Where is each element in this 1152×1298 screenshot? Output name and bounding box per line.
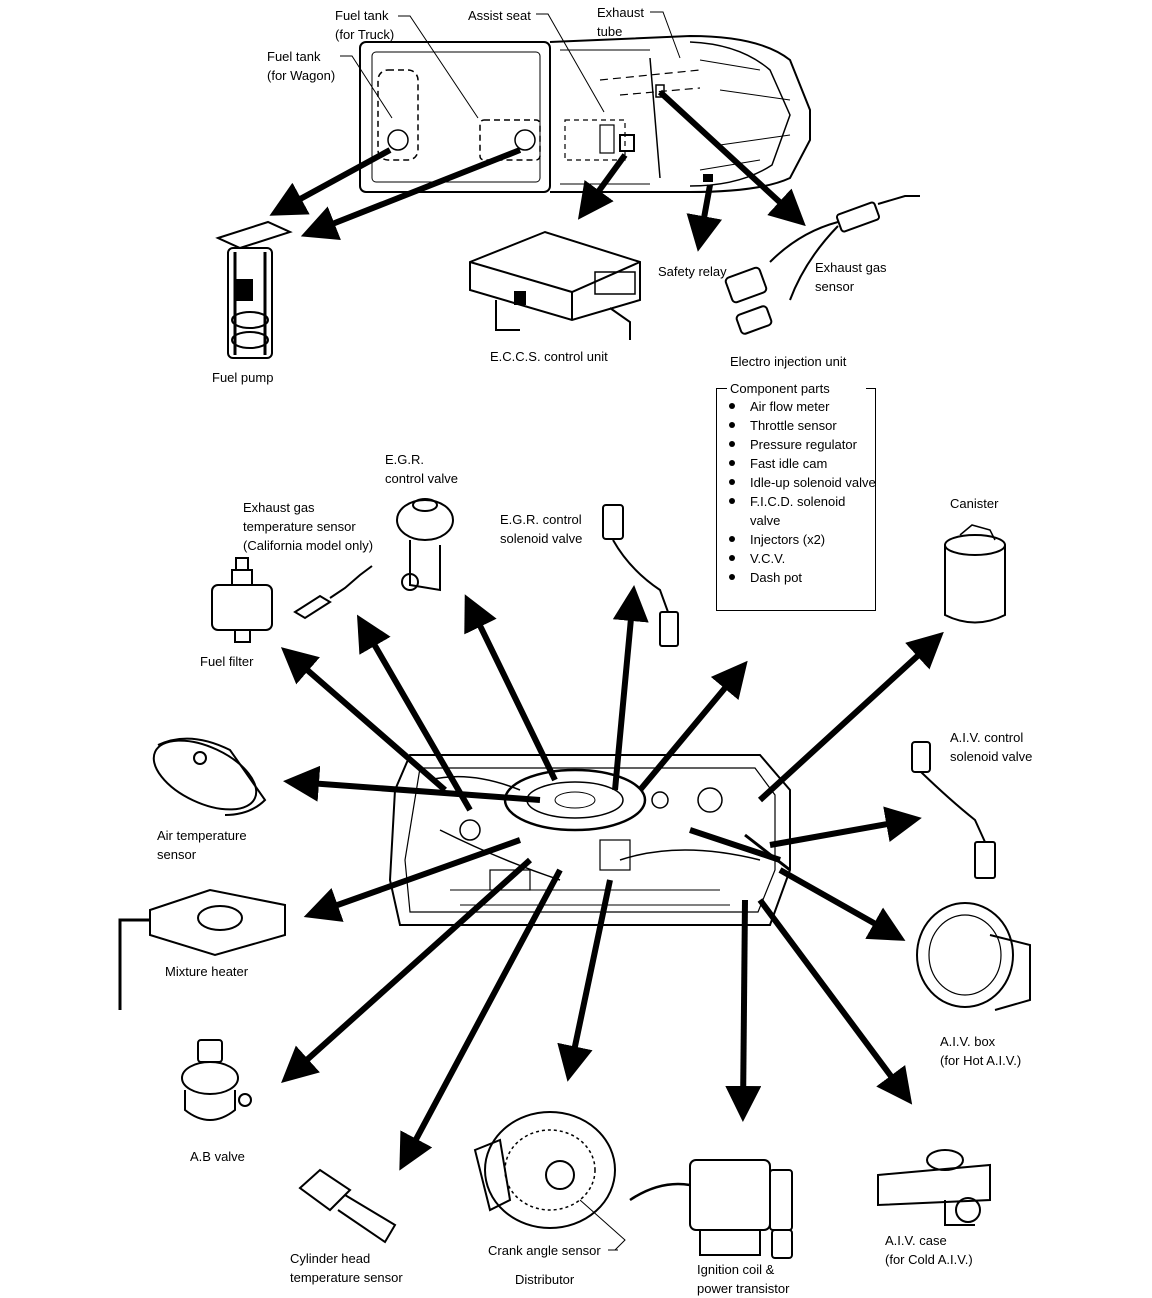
label-line: Ignition coil & — [697, 1262, 775, 1277]
engine-bay-drawing — [388, 754, 791, 926]
distributor-drawing — [473, 1111, 626, 1251]
label-fuel-filter: Fuel filter — [200, 654, 254, 669]
legend-title: Component parts — [727, 381, 833, 397]
label-line: (for Cold A.I.V.) — [885, 1252, 973, 1267]
label-ab-valve: A.B valve — [190, 1149, 245, 1164]
leader-lines-top — [340, 11, 681, 119]
vehicle-top-view — [359, 34, 811, 193]
label-line: (for Wagon) — [267, 68, 336, 83]
label-line: solenoid valve — [950, 749, 1033, 764]
label-mixture-heater: Mixture heater — [165, 964, 249, 979]
label-line: control valve — [385, 471, 458, 486]
legend-border — [716, 388, 728, 389]
label-line: solenoid valve — [500, 531, 583, 546]
egr-valve-drawing — [396, 498, 454, 592]
label-cylinder-head-temp-sensor: Cylinder head temperature sensor — [290, 1249, 403, 1287]
label-line: power transistor — [697, 1281, 790, 1296]
air-temp-sensor-drawing — [152, 737, 267, 816]
label-exhaust-tube: Exhaust tube — [597, 3, 644, 41]
fuel-pump-drawing — [215, 220, 293, 359]
legend-item: Throttle sensor — [725, 416, 876, 435]
egr-solenoid-drawing — [602, 504, 679, 647]
component-parts-legend: Component parts Air flow meter Throttle … — [716, 381, 876, 611]
eccs-unit-drawing — [469, 230, 641, 340]
label-line: Fuel tank — [267, 49, 321, 64]
label-egr-control-valve: E.G.R. control valve — [385, 450, 458, 488]
legend-item: Injectors (x2) — [725, 530, 876, 549]
ignition-coil-drawing — [629, 1159, 793, 1259]
canister-drawing — [944, 524, 1006, 624]
label-fuel-pump: Fuel pump — [212, 370, 274, 385]
engine-arrows — [280, 585, 944, 1171]
legend-border — [866, 388, 876, 389]
ab-valve-drawing — [181, 1039, 252, 1121]
label-eccs-control-unit: E.C.C.S. control unit — [490, 349, 608, 364]
label-fuel-tank-truck: Fuel tank (for Truck) — [335, 6, 394, 44]
label-assist-seat: Assist seat — [468, 8, 531, 23]
label-aiv-control-solenoid-valve: A.I.V. control solenoid valve — [950, 728, 1032, 766]
label-line: Cylinder head — [290, 1251, 371, 1266]
label-line: A.I.V. case — [885, 1233, 947, 1248]
label-line: Fuel tank — [335, 8, 389, 23]
label-ignition-coil: Ignition coil & power transistor — [697, 1260, 789, 1298]
aiv-case-drawing — [877, 1149, 991, 1226]
legend-item: Pressure regulator — [725, 435, 876, 454]
fuel-filter-drawing — [211, 557, 273, 643]
label-line: temperature sensor — [290, 1270, 403, 1285]
label-line: temperature sensor — [243, 519, 356, 534]
label-line: (for Hot A.I.V.) — [940, 1053, 1022, 1068]
label-line: A.I.V. control — [950, 730, 1024, 745]
legend-item: Idle-up solenoid valve — [725, 473, 876, 492]
cylinder-temp-sensor-drawing — [298, 1168, 397, 1244]
exhaust-temp-sensor-drawing — [293, 565, 373, 620]
label-crank-angle-sensor: Crank angle sensor — [488, 1243, 601, 1258]
label-aiv-box: A.I.V. box (for Hot A.I.V.) — [940, 1032, 1021, 1070]
label-line: sensor — [157, 847, 197, 862]
mixture-heater-drawing — [118, 888, 286, 1010]
label-electro-injection-unit: Electro injection unit — [730, 354, 847, 369]
label-line: E.G.R. control — [500, 512, 582, 527]
label-line: E.G.R. — [385, 452, 425, 467]
label-exhaust-gas-temp-sensor: Exhaust gas temperature sensor (Californ… — [243, 498, 373, 555]
exhaust-gas-sensor-drawing — [724, 195, 920, 335]
label-aiv-case: A.I.V. case (for Cold A.I.V.) — [885, 1231, 973, 1269]
label-safety-relay: Safety relay — [658, 264, 727, 279]
label-line: tube — [597, 24, 623, 39]
aiv-solenoid-drawing — [911, 741, 996, 879]
legend-item: F.I.C.D. solenoid valve — [725, 492, 876, 530]
label-line: Air temperature — [157, 828, 247, 843]
top-arrows — [269, 89, 806, 252]
legend-item: Dash pot — [725, 568, 876, 587]
label-line: Exhaust gas — [243, 500, 315, 515]
legend-list: Air flow meter Throttle sensor Pressure … — [725, 397, 876, 587]
label-line: (for Truck) — [335, 27, 395, 42]
aiv-box-drawing — [916, 902, 1031, 1011]
label-line: A.I.V. box — [940, 1034, 996, 1049]
label-exhaust-gas-sensor: Exhaust gas sensor — [815, 258, 887, 296]
label-distributor: Distributor — [515, 1272, 575, 1287]
label-air-temperature-sensor: Air temperature sensor — [157, 826, 247, 864]
legend-item: Air flow meter — [725, 397, 876, 416]
label-egr-control-solenoid-valve: E.G.R. control solenoid valve — [500, 510, 582, 548]
label-line: sensor — [815, 279, 855, 294]
label-line: (California model only) — [243, 538, 374, 553]
legend-item: V.C.V. — [725, 549, 876, 568]
label-canister: Canister — [950, 496, 999, 511]
legend-item: Fast idle cam — [725, 454, 876, 473]
label-line: Exhaust gas — [815, 260, 887, 275]
label-line: Exhaust — [597, 5, 644, 20]
label-fuel-tank-wagon: Fuel tank (for Wagon) — [267, 47, 335, 85]
